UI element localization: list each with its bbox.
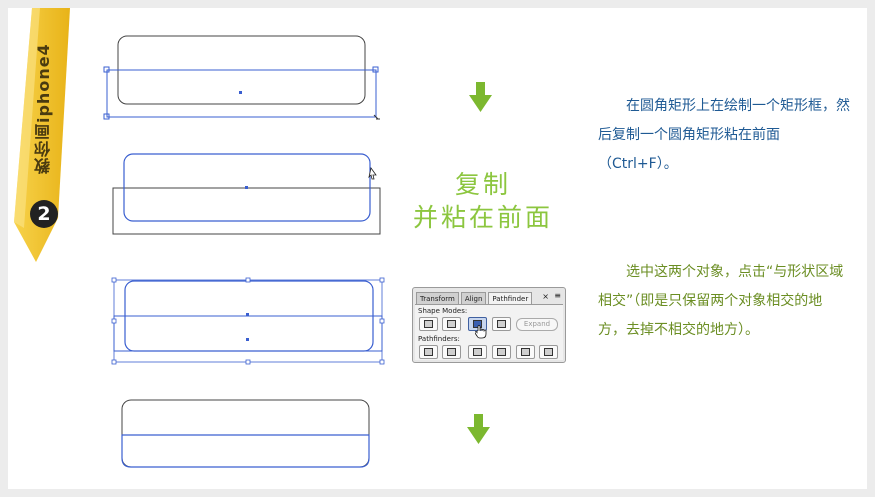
caption-line-2: 并粘在前面 xyxy=(408,201,558,234)
rounded-rect-with-rect-a xyxy=(104,36,380,119)
instruction-paragraph-2: 选中这两个对象，点击“与形状区域相交”（即是只保留两个对象相交的地方，去掉不相交… xyxy=(598,258,850,345)
exclude-button[interactable] xyxy=(492,317,511,331)
minus-front-button[interactable] xyxy=(442,317,461,331)
pathfinders-label: Pathfinders: xyxy=(418,335,460,343)
merge-button[interactable] xyxy=(468,345,487,359)
result-rounded-rectangle xyxy=(122,400,369,467)
panel-menu-icon[interactable]: ≡ xyxy=(554,291,561,300)
rectangle-outline xyxy=(113,188,380,234)
intersect-result-d xyxy=(122,400,369,467)
divide-button[interactable] xyxy=(419,345,438,359)
result-intersection-shape xyxy=(122,435,369,467)
hand-cursor-icon xyxy=(475,325,487,339)
crop-button[interactable] xyxy=(492,345,511,359)
down-arrow-icon xyxy=(469,82,492,112)
close-icon[interactable]: × xyxy=(542,292,549,301)
minus-back-button[interactable] xyxy=(539,345,558,359)
trim-button[interactable] xyxy=(442,345,461,359)
unite-button[interactable] xyxy=(419,317,438,331)
shape-modes-label: Shape Modes: xyxy=(418,307,467,315)
copy-paste-caption: 复制 并粘在前面 xyxy=(408,168,558,234)
pathfinder-panel: Transform Align Pathfinder × ≡ Shape Mod… xyxy=(412,287,566,363)
both-objects-selected-c xyxy=(112,278,384,364)
rounded-rect-copy-b xyxy=(113,154,380,234)
instruction-paragraph-1: 在圆角矩形上在绘制一个矩形框，然后复制一个圆角矩形粘在前面（Ctrl+F）。 xyxy=(598,92,850,179)
panel-body: Shape Modes: Expand Pathfinders: xyxy=(415,304,563,360)
down-arrow-icon xyxy=(467,414,490,444)
caption-line-1: 复制 xyxy=(408,168,558,201)
expand-button[interactable]: Expand xyxy=(516,318,558,331)
outline-button[interactable] xyxy=(516,345,535,359)
